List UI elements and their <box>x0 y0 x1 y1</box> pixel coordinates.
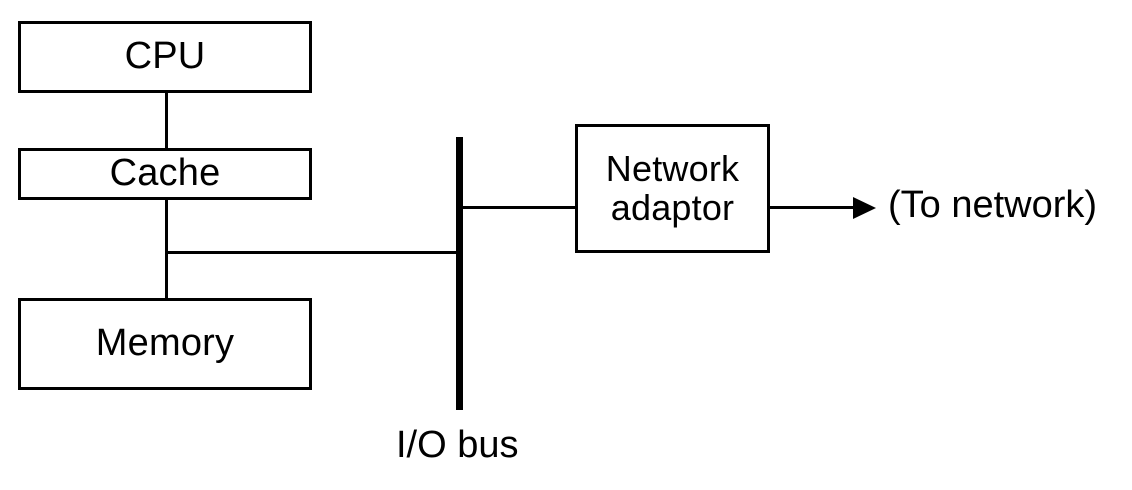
to-network-label: (To network) <box>888 184 1098 226</box>
connector-network-adaptor-to-network <box>769 206 857 209</box>
node-memory: Memory <box>18 298 312 390</box>
node-memory-label: Memory <box>95 322 235 365</box>
io-bus-line <box>456 137 463 410</box>
connector-cpu-to-cache <box>165 92 168 150</box>
connector-cache-to-memory <box>165 199 168 299</box>
arrow-head-icon <box>853 197 876 219</box>
node-cpu-label: CPU <box>124 35 206 78</box>
node-network-adaptor: Network adaptor <box>575 124 770 253</box>
node-cache-label: Cache <box>109 152 221 195</box>
connector-memory-bus-to-io-bus <box>165 251 463 254</box>
connector-io-bus-to-network-adaptor <box>460 206 577 209</box>
node-network-adaptor-label: Network adaptor <box>605 147 740 228</box>
node-cpu: CPU <box>18 21 312 93</box>
io-bus-label: I/O bus <box>396 424 519 466</box>
node-cache: Cache <box>18 148 312 200</box>
